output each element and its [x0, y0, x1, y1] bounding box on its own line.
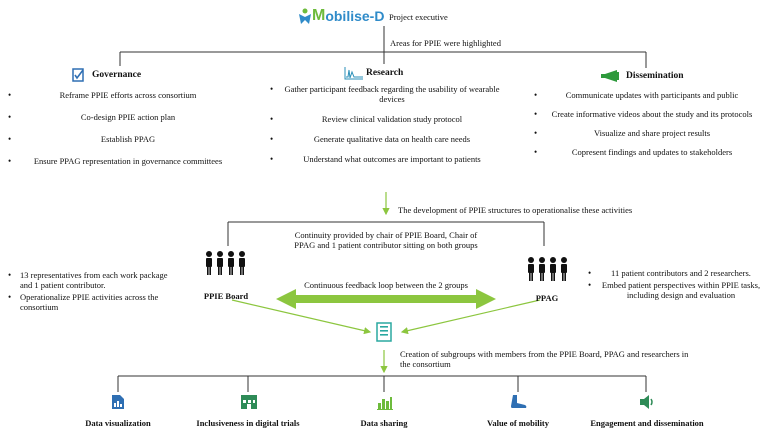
governance-item: Co-design PPIE action plan — [8, 112, 236, 122]
logo-letter: M — [312, 7, 326, 24]
research-item: Generate qualitative data on health care… — [270, 134, 502, 144]
dissemination-item: Communicate updates with participants an… — [534, 90, 758, 100]
research-header: Research — [344, 66, 403, 80]
dissemination-list: Communicate updates with participants an… — [534, 90, 758, 164]
continuity-text: Continuity provided by chair of PPIE Boa… — [294, 230, 478, 250]
research-item: Gather participant feedback regarding th… — [270, 84, 502, 104]
person-logo-icon — [299, 8, 311, 24]
governance-list: Reframe PPIE efforts across consortium C… — [8, 90, 236, 173]
governance-item: Ensure PPAG representation in governance… — [8, 156, 236, 166]
subgroup-label: Engagement and dissemination — [590, 418, 704, 428]
ppie-board-item: Operationalize PPIE activities across th… — [8, 292, 180, 312]
subgroup-label: Data visualization — [85, 418, 151, 428]
areas-highlight-label: Areas for PPIE were highlighted — [390, 38, 501, 48]
research-title: Research — [366, 68, 404, 78]
governance-item: Establish PPAG — [8, 134, 236, 144]
ppie-board-label: PPIE Board — [203, 291, 249, 301]
ppie-board-people-icon — [204, 250, 248, 281]
waveform-icon — [344, 67, 363, 80]
feedback-loop-text: Continuous feedback loop between the 2 g… — [304, 280, 468, 290]
ppag-item: Embed patient perspectives within PPIE t… — [588, 280, 762, 300]
research-item: Understand what outcomes are important t… — [270, 154, 502, 164]
ppie-board-list: 13 representatives from each work packag… — [8, 270, 180, 319]
foot-icon — [510, 394, 528, 415]
ppag-label: PPAG — [535, 293, 559, 303]
megaphone-icon — [601, 70, 619, 82]
ppag-item: 11 patient contributors and 2 researcher… — [588, 268, 762, 278]
logo-text: obilise-D — [325, 8, 385, 24]
ppag-list: 11 patient contributors and 2 researcher… — [588, 268, 762, 307]
dissemination-title: Dissemination — [626, 71, 684, 81]
governance-header: Governance — [72, 68, 141, 82]
document-chart-icon — [111, 394, 125, 415]
subgroup-label: Data sharing — [360, 418, 408, 428]
dissemination-header: Dissemination — [600, 70, 684, 82]
dissemination-item: Copresent findings and updates to stakeh… — [534, 147, 758, 157]
development-label: The development of PPIE structures to op… — [398, 205, 633, 215]
ppie-board-item: 13 representatives from each work packag… — [8, 270, 180, 290]
research-list: Gather participant feedback regarding th… — [270, 84, 502, 171]
project-executive-label: Project executive — [389, 12, 448, 22]
subgroup-label: Inclusiveness in digital trials — [196, 418, 300, 428]
subgroup-label: Value of mobility — [486, 418, 550, 428]
subgroups-text: Creation of subgroups with members from … — [400, 349, 689, 369]
document-list-icon — [376, 322, 392, 347]
dissemination-item: Create informative videos about the stud… — [534, 109, 758, 119]
research-item: Review clinical validation study protoco… — [270, 114, 502, 124]
ppag-people-icon — [526, 256, 570, 287]
governance-item: Reframe PPIE efforts across consortium — [8, 90, 236, 100]
governance-title: Governance — [92, 70, 142, 80]
dissemination-item: Visualize and share project results — [534, 128, 758, 138]
building-icon — [240, 394, 258, 415]
bar-chart-icon — [377, 394, 393, 415]
speaker-icon — [639, 394, 655, 415]
checklist-icon — [72, 68, 84, 82]
